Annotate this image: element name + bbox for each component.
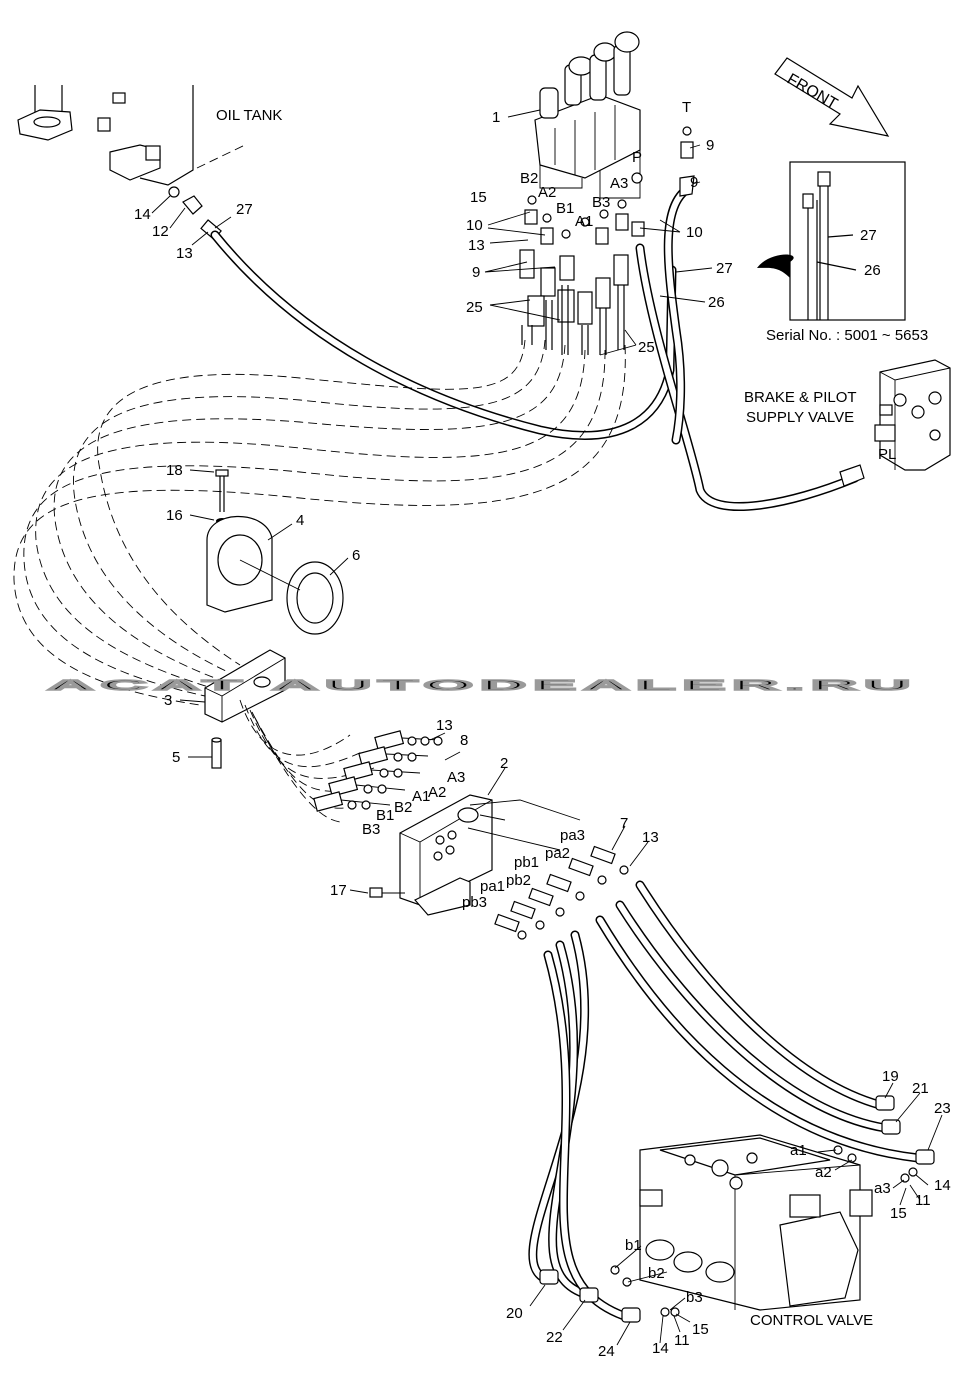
part-number: 9 <box>472 264 480 281</box>
hose-26-pilot-supply <box>635 185 860 511</box>
hose-27-return <box>210 230 677 440</box>
part-number: 25 <box>638 339 655 356</box>
part-number: 13 <box>436 717 453 734</box>
bracket-assembly <box>206 469 344 635</box>
port-label: P <box>632 149 642 166</box>
port-label: A1 <box>575 213 593 230</box>
port-label: pa2 <box>545 845 570 862</box>
manifold-bracket <box>369 794 493 916</box>
port-label: A3 <box>610 175 628 192</box>
port-label: pb2 <box>506 872 531 889</box>
brake-pilot-supply-valve <box>839 359 951 487</box>
part-number: 4 <box>296 512 304 529</box>
part-number: 8 <box>460 732 468 749</box>
serial-label: Serial No. : 5001 ~ 5653 <box>766 327 928 344</box>
part-number: 18 <box>166 462 183 479</box>
port-label: b1 <box>625 1237 642 1254</box>
part-27-inset: 27 <box>860 227 877 244</box>
part-number: 1 <box>492 109 500 126</box>
part-number: 11 <box>915 1192 931 1209</box>
part-number: 23 <box>934 1100 951 1117</box>
part-number: 3 <box>164 692 172 709</box>
brake-label-2: SUPPLY VALVE <box>746 409 854 426</box>
port-label: pb3 <box>462 894 487 911</box>
part-number: 17 <box>330 882 347 899</box>
oil-tank <box>17 85 246 186</box>
port-label: pa1 <box>480 878 505 895</box>
part-number: 25 <box>466 299 483 316</box>
part-number: 15 <box>890 1205 907 1222</box>
port-label: A2 <box>538 184 556 201</box>
control-valve <box>610 1134 918 1317</box>
part-number: 20 <box>506 1305 523 1322</box>
part-number: 14 <box>934 1177 951 1194</box>
port-label: B1 <box>376 807 394 824</box>
port-labels: T P B2 A2 B1 A1 A3 B3 A3 A2 A1 B2 B1 B3 … <box>362 99 891 1306</box>
port-label: a3 <box>874 1180 891 1197</box>
part-number: 26 <box>708 294 725 311</box>
part-number: 15 <box>470 189 487 206</box>
control-valve-hoses <box>528 880 935 1323</box>
part-number: 9 <box>690 174 698 191</box>
part-number: 24 <box>598 1343 615 1360</box>
part-number: 9 <box>706 137 714 154</box>
part-number: 12 <box>152 223 169 240</box>
hoses-25 <box>521 285 625 355</box>
pilot-joystick-valve <box>534 31 641 199</box>
oil-tank-label: OIL TANK <box>216 107 282 124</box>
control-valve-label: CONTROL VALVE <box>750 1312 873 1329</box>
part-number: 13 <box>468 237 485 254</box>
port-label: a1 <box>790 1142 807 1159</box>
port-label: b2 <box>648 1265 665 1282</box>
part-number: 14 <box>652 1340 669 1357</box>
part-number: 16 <box>166 507 183 524</box>
serial-inset <box>757 161 906 321</box>
port-label: A1 <box>412 788 430 805</box>
part-number: 2 <box>500 755 508 772</box>
port-label: pa3 <box>560 827 585 844</box>
part-number: 7 <box>620 815 628 832</box>
front-arrow <box>774 57 890 137</box>
part-number: 14 <box>134 206 151 223</box>
part-number: 6 <box>352 547 360 564</box>
port-label: B2 <box>520 170 538 187</box>
port-label: a2 <box>815 1164 832 1181</box>
part-number: 10 <box>466 217 483 234</box>
part-number-labels: 1 2 3 4 5 6 7 8 9 9 9 10 10 11 11 12 13 … <box>134 109 951 1360</box>
port-label: b3 <box>686 1289 703 1306</box>
leader-lines <box>151 109 943 1346</box>
brake-label-1: BRAKE & PILOT <box>744 389 857 406</box>
part-number: 19 <box>882 1068 899 1085</box>
port-label: B2 <box>394 799 412 816</box>
part-26-inset: 26 <box>864 262 881 279</box>
part-number: 5 <box>172 749 180 766</box>
part-number: 11 <box>674 1332 690 1349</box>
watermark-text: ACAT AUTODEALER.RU <box>48 677 918 694</box>
part-number: 22 <box>546 1329 563 1346</box>
port-label: T <box>682 99 691 116</box>
part-number: 15 <box>692 1321 709 1338</box>
pl-port-label: PL <box>878 446 896 463</box>
block-hose-bundle <box>239 699 443 823</box>
part-number: 10 <box>686 224 703 241</box>
port-label: B3 <box>362 821 380 838</box>
part-number: 13 <box>642 829 659 846</box>
part-number: 27 <box>716 260 733 277</box>
joint-block <box>204 649 286 769</box>
port-label: pb1 <box>514 854 539 871</box>
part-number: 27 <box>236 201 253 218</box>
dashed-pilot-routes <box>13 339 626 706</box>
part-number: 13 <box>176 245 193 262</box>
port-label: B1 <box>556 200 574 217</box>
port-label: A3 <box>447 769 465 786</box>
valve-side-fittings <box>494 845 629 940</box>
port-label: B3 <box>592 194 610 211</box>
port-label: A2 <box>428 784 446 801</box>
part-number: 21 <box>912 1080 929 1097</box>
